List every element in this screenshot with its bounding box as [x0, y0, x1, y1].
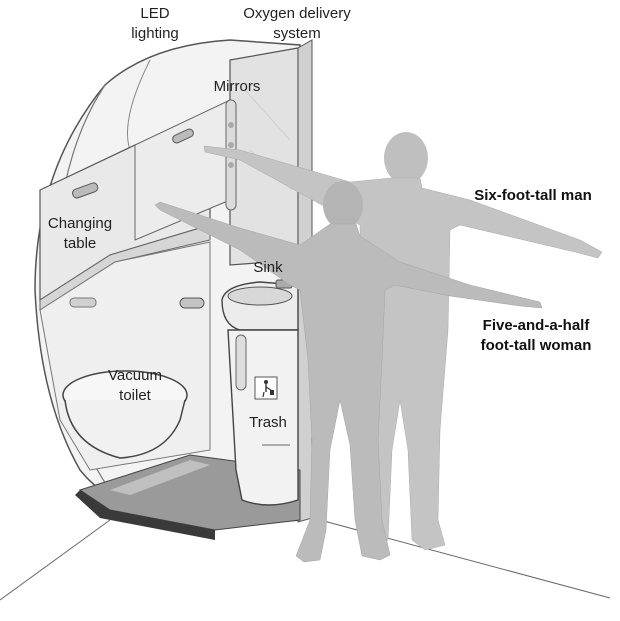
oxygen-port-3	[228, 162, 234, 168]
floor-mat	[110, 460, 210, 495]
man-label: Six-foot-tall man	[474, 187, 592, 204]
trash-icon-head	[264, 380, 268, 384]
wall-handle	[69, 297, 97, 308]
trash-icon-bin	[270, 390, 274, 395]
mirror-reflection	[244, 89, 291, 141]
changing-table-handle	[72, 182, 99, 199]
sink-bowl	[227, 286, 293, 306]
oxygen-port-1	[228, 122, 234, 128]
woman-silhouette	[154, 181, 543, 563]
oxygen-port-2	[228, 142, 234, 148]
changing-table-label: Changing table	[47, 215, 113, 252]
floor-edge	[75, 490, 215, 540]
upper-cabinet-handle	[172, 128, 194, 144]
vacuum-toilet-label: Vacuum toilet	[108, 367, 162, 404]
trash-icon-leg	[262, 391, 265, 398]
lower-cabinet-handle	[179, 297, 205, 309]
man-silhouette	[203, 132, 603, 551]
trash-label: Trash	[249, 414, 287, 431]
ceiling-curve	[127, 59, 151, 151]
mirrors-label: Mirrors	[213, 78, 261, 95]
led-lighting-label: LED lighting	[131, 5, 179, 42]
trash-icon-arm	[265, 386, 272, 391]
soap-dispenser	[235, 334, 247, 391]
floor-line-left	[0, 519, 111, 601]
woman-label: Five-and-a-half foot-tall woman	[480, 317, 592, 354]
toilet-bowl	[64, 399, 186, 459]
sink-label: Sink	[253, 259, 283, 276]
oxygen-delivery-label: Oxygen delivery system	[243, 5, 351, 42]
